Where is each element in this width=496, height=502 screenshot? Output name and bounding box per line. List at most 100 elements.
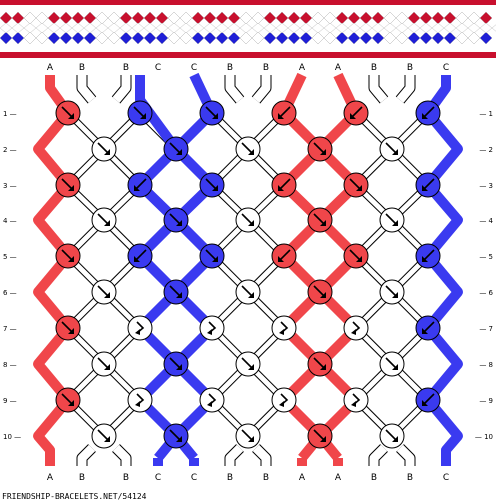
- knot-arrow-icon: [135, 321, 145, 335]
- string-label-top: A: [335, 63, 342, 73]
- thread-paths: [33, 72, 463, 466]
- row-numbers-right: — 1— 2— 3— 4— 5— 6— 7— 8— 9— 10: [475, 110, 494, 441]
- preview-knot: [191, 31, 205, 45]
- knot-arrow-icon: [422, 106, 435, 119]
- thread-path: [77, 75, 96, 103]
- string-label-bottom: C: [155, 473, 161, 483]
- knot-arrow-icon: [422, 249, 435, 262]
- preview-knot: [131, 31, 145, 45]
- knot-arrow-icon: [134, 178, 147, 191]
- preview-knot: [11, 31, 25, 45]
- thread-path: [112, 444, 131, 466]
- row-number-left: 4 —: [3, 217, 17, 225]
- row-number-left: 2 —: [3, 146, 17, 154]
- pattern-credit: FRIENDSHIP-BRACELETS.NET/54124: [2, 492, 147, 501]
- knot-arrow-icon: [205, 178, 218, 191]
- knot-arrow-icon: [422, 321, 435, 334]
- string-label-top: B: [227, 63, 233, 73]
- preview-knot: [479, 31, 493, 45]
- preview-knot: [299, 31, 313, 45]
- thread-path: [225, 444, 244, 466]
- knot-arrow-icon: [134, 249, 147, 262]
- preview-knot: [395, 31, 409, 45]
- knot-arrow-icon: [97, 357, 110, 370]
- preview-knot: [431, 31, 445, 45]
- preview-knot: [455, 31, 469, 45]
- preview-knot: [167, 31, 181, 45]
- string-label-top: B: [263, 63, 269, 73]
- knot-arrow-icon: [61, 321, 74, 334]
- row-number-right: — 8: [479, 361, 493, 369]
- knot: [271, 387, 297, 413]
- preview-knot: [251, 31, 265, 45]
- preview-knot: [335, 31, 349, 45]
- thread-path: [252, 444, 271, 466]
- knot-arrow-icon: [241, 285, 254, 298]
- preview-knot: [419, 31, 433, 45]
- knot-arrow-icon: [385, 285, 398, 298]
- preview-knot: [47, 31, 61, 45]
- preview-knot: [407, 31, 421, 45]
- string-label-bottom: A: [47, 473, 54, 483]
- preview-knot: [0, 31, 13, 45]
- knot-arrow-icon: [241, 357, 254, 370]
- knot: [127, 315, 153, 341]
- row-number-right: — 3: [479, 182, 493, 190]
- knot-arrow-icon: [169, 429, 182, 442]
- knot-arrow-icon: [385, 357, 398, 370]
- string-label-top: A: [299, 63, 306, 73]
- knot-arrow-icon: [385, 213, 398, 226]
- preview-knot: [491, 24, 496, 32]
- preview-knot: [263, 31, 277, 45]
- row-number-left: 1 —: [3, 110, 17, 118]
- knot-arrow-icon: [279, 321, 289, 335]
- string-label-bottom: B: [79, 473, 85, 483]
- preview-knot: [35, 31, 49, 45]
- preview-top-border: [0, 0, 496, 5]
- string-label-bottom: A: [299, 473, 306, 483]
- preview-knot: [95, 31, 109, 45]
- preview-bottom-border: [0, 52, 496, 58]
- knot-arrow-icon: [241, 429, 254, 442]
- string-label-top: A: [47, 63, 54, 73]
- preview-knot: [83, 31, 97, 45]
- knot: [271, 315, 297, 341]
- thread-path: [396, 444, 415, 466]
- knot-arrow-icon: [313, 213, 326, 226]
- knot-arrow-icon: [279, 393, 289, 407]
- knot-arrow-icon: [61, 106, 74, 119]
- thread-path: [369, 75, 388, 103]
- knot-grid: [55, 100, 441, 449]
- knot-arrow-icon: [97, 142, 110, 155]
- preview-knot: [311, 31, 325, 45]
- preview-knot: [119, 31, 133, 45]
- preview-knot: [275, 31, 289, 45]
- preview-knot: [203, 31, 217, 45]
- string-label-top: B: [79, 63, 85, 73]
- knot-arrow-icon: [349, 249, 362, 262]
- preview-knot: [323, 31, 337, 45]
- knot-arrow-icon: [422, 393, 435, 406]
- string-label-bottom: B: [263, 473, 269, 483]
- row-number-left: 3 —: [3, 182, 17, 190]
- knot-arrow-icon: [205, 249, 218, 262]
- thread-path: [112, 75, 131, 103]
- preview-knot: [347, 31, 361, 45]
- string-label-top: B: [371, 63, 377, 73]
- knot-arrow-icon: [207, 321, 217, 335]
- preview-knot: [155, 31, 169, 45]
- knot-arrow-icon: [241, 142, 254, 155]
- knot-arrow-icon: [278, 178, 291, 191]
- string-label-bottom: A: [335, 473, 342, 483]
- knot-arrow-icon: [169, 142, 182, 155]
- string-label-top: C: [191, 63, 197, 73]
- knot: [199, 315, 225, 341]
- knot-arrow-icon: [313, 429, 326, 442]
- knot-arrow-icon: [97, 213, 110, 226]
- row-number-left: 7 —: [3, 325, 17, 333]
- row-number-left: 6 —: [3, 289, 17, 297]
- string-label-top: C: [155, 63, 161, 73]
- string-label-top: C: [443, 63, 449, 73]
